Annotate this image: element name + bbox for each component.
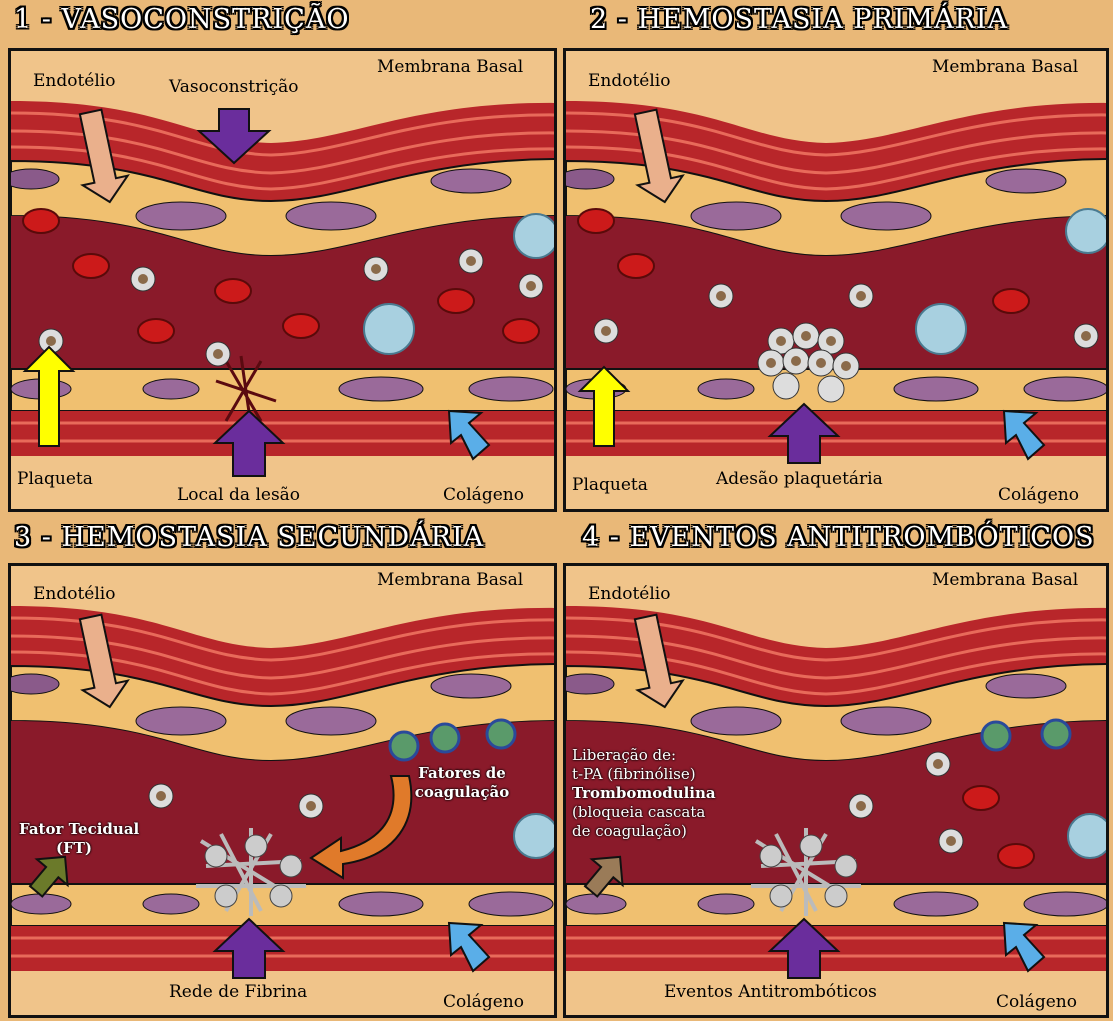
vessel-illustration [566, 51, 1109, 512]
label-fatores-coagulacao: Fatores de coagulação [407, 764, 517, 802]
label-fator-tecidual-line1: Fator Tecidual [19, 820, 129, 839]
label-membrana-basal: Membrana Basal [377, 57, 523, 77]
label-coagulacao: coagulação [407, 783, 517, 802]
label-endotelio: Endotélio [33, 584, 115, 604]
panel-eventos-antitromboticos: Membrana Basal Endotélio Liberação de: t… [563, 563, 1109, 1018]
label-liberacao: Liberação de: t-PA (fibrinólise) Trombom… [572, 746, 716, 841]
panel-hemostasia-secundaria: Membrana Basal Endotélio Fator Tecidual … [8, 563, 557, 1018]
label-local-lesao: Local da lesão [177, 485, 300, 505]
label-ft: (FT) [19, 839, 129, 858]
label-endotelio: Endotélio [588, 584, 670, 604]
label-plaqueta: Plaqueta [572, 475, 648, 495]
panel-title-2: 2 - HEMOSTASIA PRIMÁRIA [590, 4, 1008, 35]
label-fatores-line1: Fatores de [407, 764, 517, 783]
label-eventos-antitromboticos: Eventos Antitrombóticos [664, 982, 877, 1002]
panel-vasoconstricao: Membrana Basal Endotélio Vasoconstrição … [8, 48, 557, 512]
label-cascata: de coagulação) [572, 822, 716, 841]
panel-title-3: 3 - HEMOSTASIA SECUNDÁRIA [14, 522, 484, 553]
vessel-illustration [11, 51, 557, 512]
label-membrana-basal: Membrana Basal [377, 570, 523, 590]
label-plaqueta: Plaqueta [17, 469, 93, 489]
label-colageno: Colágeno [998, 485, 1079, 505]
panel-hemostasia-primaria: Membrana Basal Endotélio Plaqueta Adesão… [563, 48, 1109, 512]
label-adesao-plaquetaria: Adesão plaquetária [716, 469, 883, 489]
panel-title-4: 4 - EVENTOS ANTITROMBÓTICOS [582, 522, 1095, 553]
panel-title-1: 1 - VASOCONSTRIÇÃO [14, 4, 349, 35]
label-liberacao-de: Liberação de: [572, 746, 716, 765]
label-trombomodulina: Trombomodulina [572, 784, 716, 803]
label-endotelio: Endotélio [33, 71, 115, 91]
label-membrana-basal: Membrana Basal [932, 57, 1078, 77]
label-membrana-basal: Membrana Basal [932, 570, 1078, 590]
label-vasoconstricao: Vasoconstrição [169, 77, 299, 97]
label-colageno: Colágeno [996, 992, 1077, 1012]
label-rede-fibrina: Rede de Fibrina [169, 982, 307, 1002]
label-endotelio: Endotélio [588, 71, 670, 91]
label-bloqueia: (bloqueia cascata [572, 803, 716, 822]
label-colageno: Colágeno [443, 992, 524, 1012]
label-colageno: Colágeno [443, 485, 524, 505]
label-fator-tecidual: Fator Tecidual (FT) [19, 820, 129, 858]
label-tpa: t-PA (fibrinólise) [572, 765, 716, 784]
